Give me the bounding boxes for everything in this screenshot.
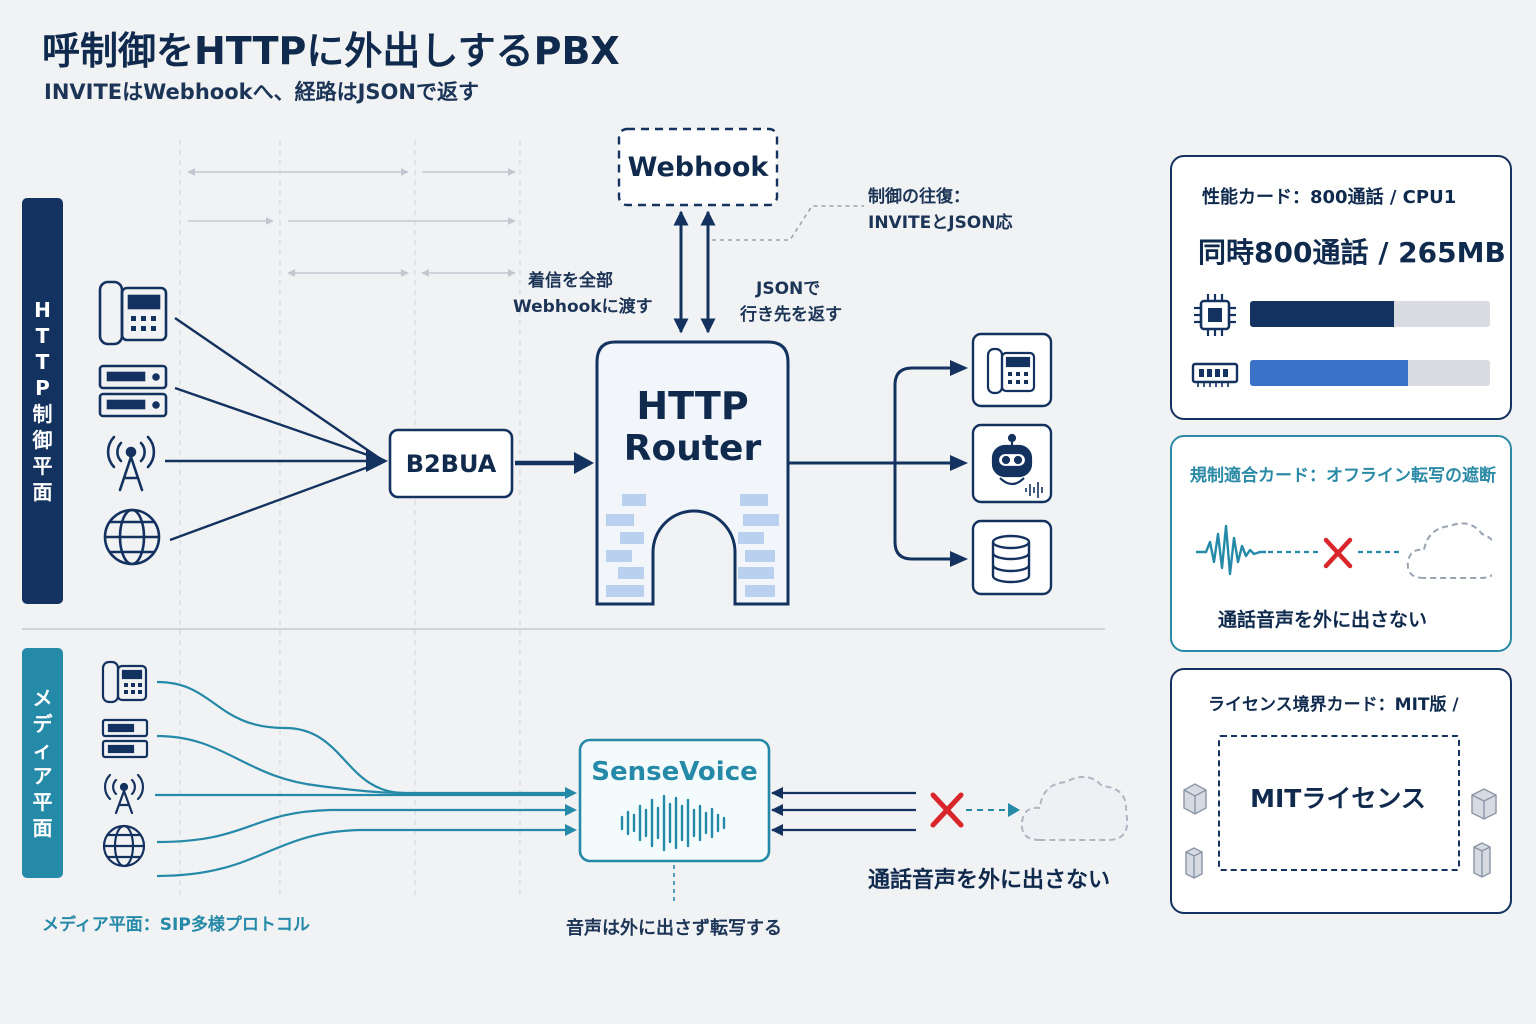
license-card: ライセンス境界カード：MIT版 / MITライセンス xyxy=(1170,668,1512,914)
timing-arrows xyxy=(187,168,516,277)
b2bua-label: B2BUA xyxy=(405,449,497,478)
sensevoice-label: SenseVoice xyxy=(591,757,758,787)
json-return-note-line2: 行き先を返す xyxy=(740,305,842,325)
regulation-card: 規制適合カード：オフライン転写の遮断 通話音声を外に出さない xyxy=(1170,435,1512,652)
cube-icon xyxy=(1471,788,1497,878)
waveform-icon xyxy=(1196,524,1266,576)
page-subtitle: INVITEはWebhookへ、経路はJSONで返す xyxy=(44,80,479,104)
cube-icon xyxy=(1183,783,1207,879)
guide-lines xyxy=(179,140,521,900)
no-audio-out-label: 通話音声を外に出さない xyxy=(868,868,1111,893)
server-rack-icon xyxy=(101,718,149,759)
server-rack-icon xyxy=(98,364,168,418)
block-x-icon xyxy=(930,792,964,828)
waveform-icon xyxy=(620,794,726,852)
desk-phone-icon xyxy=(986,347,1036,395)
json-return-note-line1: JSONで xyxy=(756,279,821,299)
webhook-label: Webhook xyxy=(627,151,769,183)
router-label-line2: Router xyxy=(623,427,762,469)
performance-card: 性能カード：800通話 / CPU1 同時800通話 / 265MB xyxy=(1170,155,1512,420)
media-plane-note: メディア平面：SIP多様プロトコル xyxy=(42,915,310,935)
all-incoming-note-line2: Webhookに渡す xyxy=(513,297,653,317)
regulation-caption: 通話音声を外に出さない xyxy=(1218,609,1428,631)
memory-usage-bar xyxy=(1250,360,1490,386)
performance-card-title: 性能カード：800通話 / CPU1 xyxy=(1202,187,1457,208)
page-title: 呼制御をHTTPに外出しするPBX xyxy=(42,29,620,73)
database-icon xyxy=(991,534,1031,584)
media-plane-band: メディア平面 xyxy=(22,648,63,878)
radio-tower-icon xyxy=(106,435,156,492)
globe-icon xyxy=(102,824,146,868)
roundtrip-note-line2: INVITEとJSON応 xyxy=(868,213,1013,233)
license-boundary xyxy=(1218,735,1460,871)
transcribe-local-label: 音声は外に出さず転写する xyxy=(566,918,782,939)
desk-phone-icon xyxy=(101,660,148,704)
performance-headline: 同時800通話 / 265MB xyxy=(1198,236,1506,269)
destination-phone xyxy=(971,332,1053,408)
cloud-icon xyxy=(1406,522,1492,579)
http-router-node xyxy=(595,340,790,606)
webhook-node xyxy=(617,127,779,207)
cpu-usage-bar xyxy=(1250,301,1490,327)
b2bua-node xyxy=(388,428,514,499)
globe-icon xyxy=(103,508,161,566)
roundtrip-note-line1: 制御の往復： xyxy=(868,187,970,207)
router-label-line1: HTTP xyxy=(636,384,749,428)
license-label: MITライセンス xyxy=(1250,784,1426,813)
cpu-chip-icon xyxy=(1194,294,1236,336)
cloud-icon xyxy=(1020,775,1129,841)
robot-icon xyxy=(991,433,1043,498)
radio-tower-icon xyxy=(103,773,145,815)
blocked-audio-graphic xyxy=(1196,522,1492,579)
all-incoming-note-line1: 着信を全部 xyxy=(528,271,613,291)
memory-module-icon xyxy=(1191,362,1239,387)
block-x-icon xyxy=(1323,537,1353,569)
desk-phone-icon xyxy=(98,280,168,346)
license-card-title: ライセンス境界カード：MIT版 / xyxy=(1208,695,1459,715)
regulation-card-title: 規制適合カード：オフライン転写の遮断 xyxy=(1190,466,1496,486)
